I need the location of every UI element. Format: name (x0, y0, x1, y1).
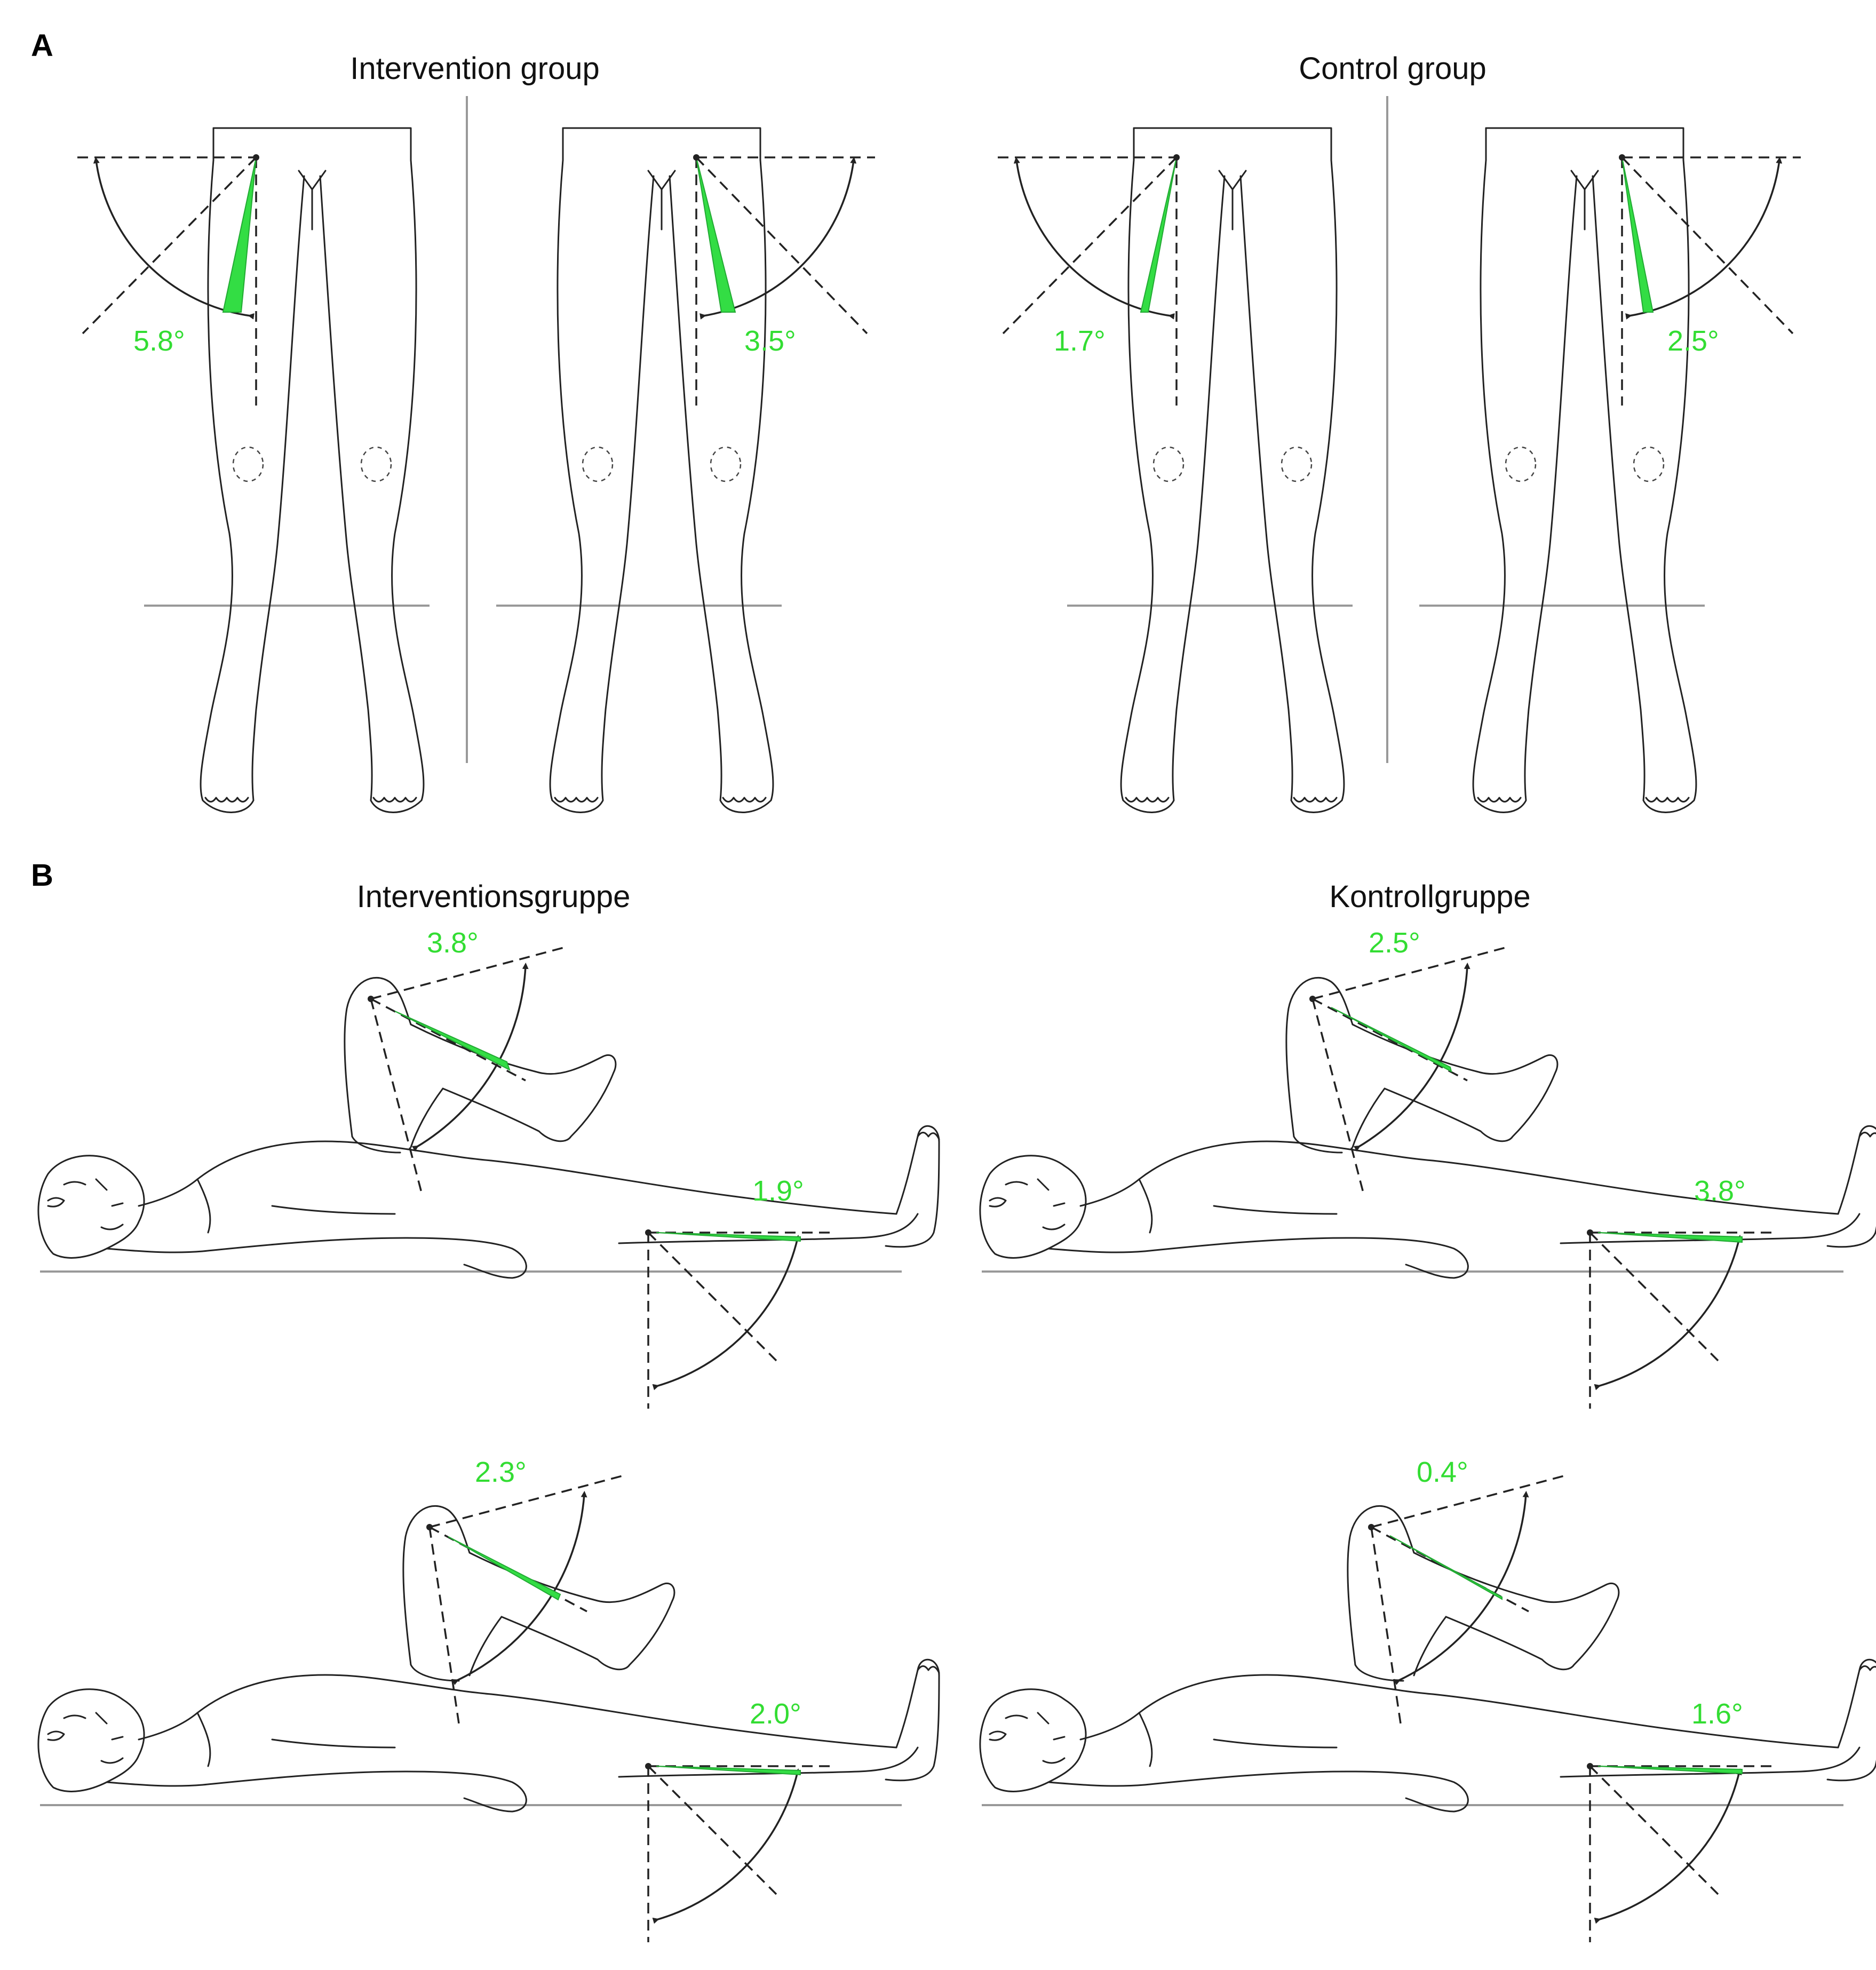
hip-angle-label: 1.7° (1054, 325, 1106, 357)
hip-angle-diagram (998, 154, 1180, 406)
supine-figure-control-bottom (979, 1658, 1876, 1813)
supine-figure-intervention-top (37, 1125, 940, 1279)
hip-angle-label: 3.8° (1694, 1175, 1746, 1207)
legs-figure-control-right (1472, 127, 1697, 813)
hip-angle-label: 2.5° (1667, 325, 1719, 357)
hip-angle-diagram (77, 154, 259, 406)
hip-angle-label: 3.5° (744, 325, 796, 357)
hip-flexion-angle-diagram (645, 1763, 835, 1942)
panel-b-letter: B (31, 858, 53, 893)
raised-leg-control-bottom (1347, 1505, 1620, 1682)
panel-a-letter: A (31, 28, 53, 63)
legs-figure-control-left (1120, 127, 1345, 813)
knee-angle-diagram (1309, 946, 1508, 1193)
hip-angle-diagram (1619, 154, 1801, 406)
knee-angle-label: 3.8° (427, 927, 479, 959)
knee-angle-diagram (368, 946, 566, 1193)
supine-figure-intervention-bottom (37, 1658, 940, 1813)
legs-figure-intervention-right (549, 127, 774, 813)
hip-angle-label: 1.6° (1691, 1698, 1743, 1730)
panel-a-intervention-title: Intervention group (350, 51, 600, 86)
knee-angle-label: 2.5° (1369, 927, 1420, 959)
raised-leg-control-top (1285, 976, 1559, 1154)
panel-b-intervention-title: Interventionsgruppe (357, 879, 631, 914)
hip-angle-label: 5.8° (133, 325, 185, 357)
panel-b-control-title: Kontrollgruppe (1329, 879, 1530, 914)
legs-figure-intervention-left (200, 127, 425, 813)
hip-angle-diagram (693, 154, 875, 406)
knee-angle-diagram (426, 1474, 625, 1724)
raised-leg-intervention-bottom (402, 1505, 675, 1682)
panel-a-control-title: Control group (1299, 51, 1486, 86)
raised-leg-intervention-top (344, 976, 617, 1154)
hip-angle-label: 2.0° (750, 1698, 801, 1730)
hip-angle-label: 1.9° (752, 1175, 804, 1207)
hip-flexion-angle-diagram (1587, 1229, 1777, 1409)
hip-flexion-angle-diagram (645, 1229, 835, 1409)
knee-angle-diagram (1368, 1474, 1567, 1724)
hip-flexion-angle-diagram (1587, 1763, 1777, 1942)
knee-angle-label: 2.3° (475, 1456, 527, 1488)
knee-angle-label: 0.4° (1417, 1456, 1468, 1488)
